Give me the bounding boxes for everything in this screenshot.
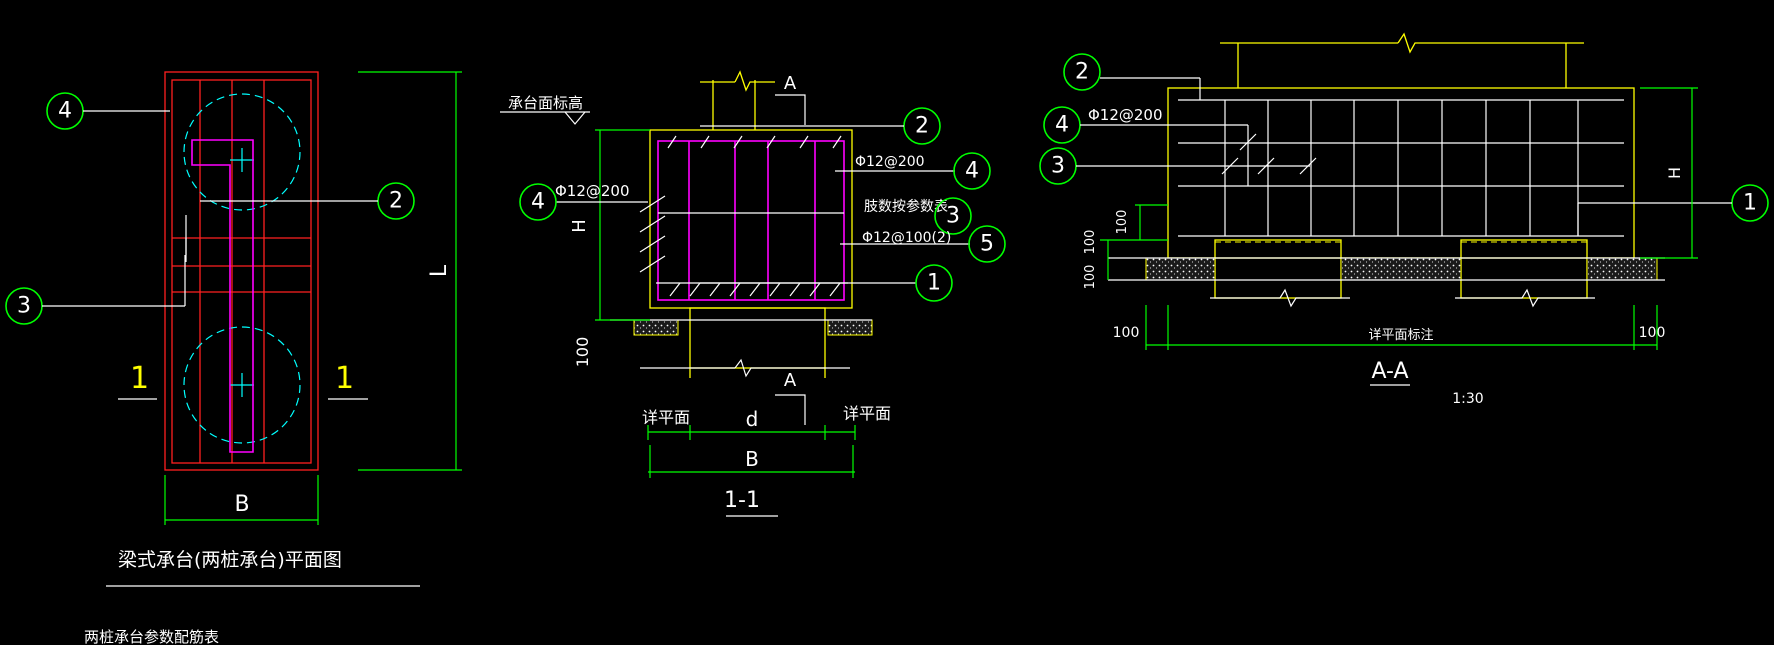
aa-scale: 1:30 xyxy=(1452,391,1483,407)
section-dim-b: B xyxy=(745,447,759,471)
section-detail-right: 详平面 xyxy=(843,404,891,423)
aa-pile-left xyxy=(1214,239,1342,299)
svg-text:4: 4 xyxy=(1055,113,1069,138)
plan-inner-outline xyxy=(171,79,312,464)
pile-stub xyxy=(689,307,826,369)
section-detail-left: 详平面 xyxy=(642,408,690,427)
plan-outline xyxy=(164,71,319,471)
section-a-a: 2 4 Φ12@200 3 1 H 100 100 100 100 xyxy=(1039,32,1769,407)
cushion-right xyxy=(827,319,873,336)
section-right-rebar: Φ12@200 xyxy=(855,154,925,170)
svg-text:3: 3 xyxy=(946,204,960,229)
cushion-left xyxy=(633,319,679,336)
svg-text:3: 3 xyxy=(17,294,31,319)
section-dim-h: H xyxy=(569,219,590,233)
aa-pile-right xyxy=(1460,239,1588,299)
aa-rebar: Φ12@200 xyxy=(1088,106,1163,124)
aa-callout-2 xyxy=(1063,53,1101,91)
aa-dim-100-right: 100 xyxy=(1639,325,1666,341)
section-table-ref: 肢数按参数表 xyxy=(864,198,948,215)
svg-text:2: 2 xyxy=(1075,60,1089,85)
pile-top xyxy=(183,93,301,211)
aa-dim-100-b: 100 xyxy=(1083,230,1098,255)
aa-detail-label: 详平面标注 xyxy=(1368,328,1433,343)
aa-dim-100-left: 100 xyxy=(1113,325,1140,341)
section-callout-5 xyxy=(968,225,1006,263)
section-callout-1 xyxy=(915,264,953,302)
cap-level-label: 承台面标高 xyxy=(508,94,583,112)
section-callout-3 xyxy=(934,197,972,235)
section-bottom-mark: A xyxy=(784,370,797,391)
table-title: 两桩承台参数配筋表 xyxy=(84,628,219,645)
svg-text:5: 5 xyxy=(980,232,994,257)
plan-section-mark-right: 1 xyxy=(335,361,354,396)
aa-dim-h: H xyxy=(1665,167,1684,179)
section-stirrup: Φ12@100(2) xyxy=(862,230,951,246)
plan-view: B L 1 1 4 2 3 梁式承台(两桩承台)平面图 xyxy=(5,71,462,587)
section-callout-4-left xyxy=(519,183,557,221)
aa-title: A-A xyxy=(1371,359,1408,384)
section-dim-100: 100 xyxy=(573,337,592,368)
svg-text:4: 4 xyxy=(531,190,545,215)
aa-pile-cap xyxy=(1167,87,1635,259)
svg-text:1: 1 xyxy=(927,271,941,296)
svg-text:1: 1 xyxy=(1743,191,1757,216)
section-top-mark: A xyxy=(784,73,797,94)
svg-text:2: 2 xyxy=(915,114,929,139)
plan-title: 梁式承台(两桩承台)平面图 xyxy=(118,549,342,571)
svg-text:4: 4 xyxy=(965,159,979,184)
plan-dim-b: B xyxy=(234,492,249,517)
aa-cushion-2 xyxy=(1340,257,1462,281)
section-left-rebar: Φ12@200 xyxy=(555,182,630,200)
plan-rebar-bend xyxy=(191,139,254,453)
section-rebar-cage xyxy=(657,140,845,301)
pile-bottom xyxy=(183,326,301,444)
plan-dim-l: L xyxy=(427,264,452,277)
section-dim-d: d xyxy=(746,407,759,431)
svg-text:4: 4 xyxy=(58,99,72,124)
aa-dim-100-c: 100 xyxy=(1083,265,1098,290)
svg-text:3: 3 xyxy=(1051,154,1065,179)
aa-dim-100-a: 100 xyxy=(1115,210,1130,235)
pile-cap-section xyxy=(649,129,853,309)
section-callout-4-right xyxy=(953,152,991,190)
section-title: 1-1 xyxy=(724,488,760,513)
section-1-1: A 承台面标高 xyxy=(500,70,1006,517)
svg-text:2: 2 xyxy=(389,189,403,214)
plan-section-mark-left: 1 xyxy=(130,361,149,396)
aa-cushion-1 xyxy=(1145,257,1216,281)
aa-cushion-3 xyxy=(1586,257,1658,281)
